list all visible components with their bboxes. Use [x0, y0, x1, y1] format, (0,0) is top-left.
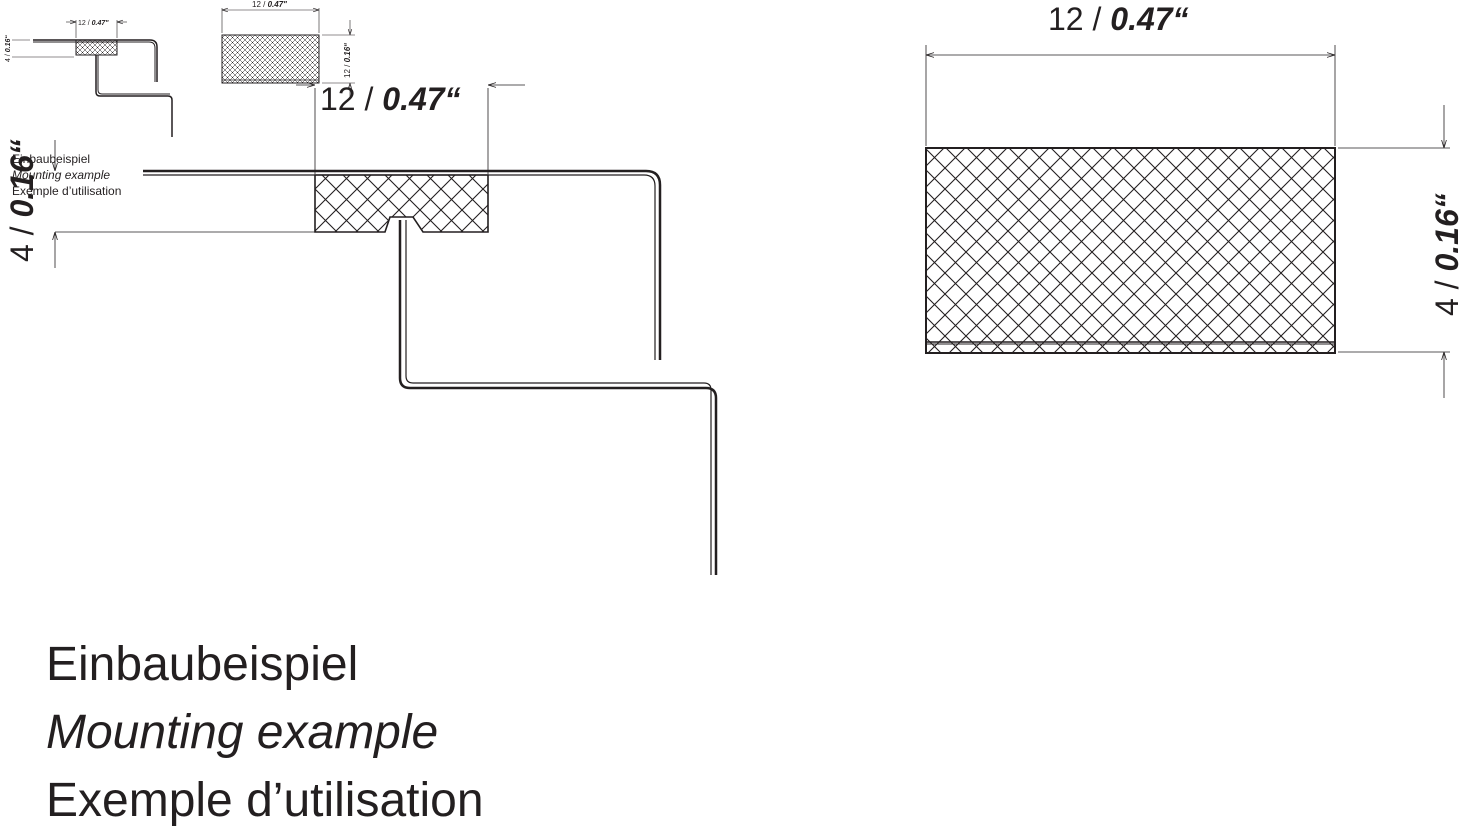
- mini-caption-fr: Exemple d’utilisation: [12, 184, 121, 198]
- thumbnail-gasket: [221, 8, 355, 98]
- mounting-width-label: 12 / 0.47“: [320, 81, 461, 117]
- gasket-thickness-label: 4 / 0.16“: [1429, 193, 1465, 316]
- caption-french: Exemple d’utilisation: [46, 774, 484, 827]
- caption-german: Einbaubeispiel: [46, 638, 359, 691]
- thumbnail-mounting-example: [12, 20, 173, 137]
- thumb-gasket-width-label: 12 / 0.47": [252, 0, 287, 9]
- mini-caption-de: Einbaubeispiel: [12, 152, 90, 166]
- thumb-width-label: 12 / 0.47": [78, 20, 109, 27]
- thumb-thickness-label: 4 / 0.16“: [5, 35, 12, 62]
- mounting-thickness-label: 4 / 0.16“: [4, 139, 40, 262]
- mini-caption-en: Mounting example: [12, 168, 110, 182]
- thumb-gasket-thickness-label: 12 / 0.16“: [343, 43, 352, 78]
- gasket-cross-section: [925, 45, 1450, 398]
- gasket-width-label: 12 / 0.47“: [1048, 1, 1189, 37]
- mounting-profile: [55, 85, 718, 575]
- caption-english: Mounting example: [46, 706, 439, 759]
- mounted-gasket: [314, 174, 489, 233]
